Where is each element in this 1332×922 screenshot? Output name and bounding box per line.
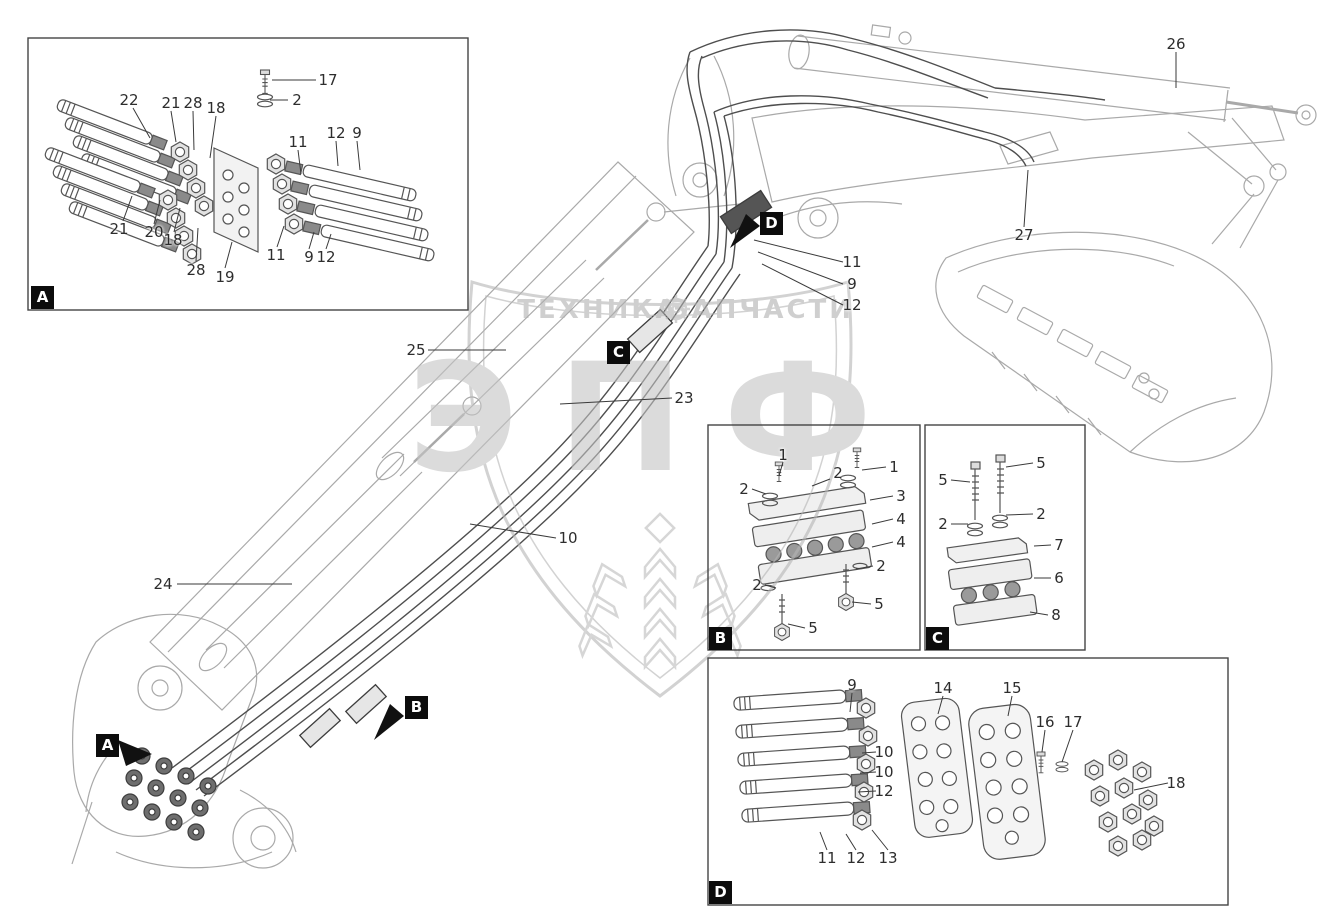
callout-number: 19 bbox=[215, 268, 235, 286]
callout-number: 9 bbox=[847, 676, 857, 694]
detail-box-c-art bbox=[946, 454, 1038, 626]
callout-number: 28 bbox=[186, 261, 206, 279]
detail-box-a-art bbox=[43, 69, 436, 265]
callout-number: 2 bbox=[833, 464, 843, 482]
callout-number: 11 bbox=[817, 849, 837, 867]
callout-number: 3 bbox=[896, 487, 906, 505]
callout-number: 1 bbox=[889, 458, 899, 476]
section-marker-d: D bbox=[709, 881, 732, 904]
section-marker-c: C bbox=[607, 341, 630, 364]
callout-number: 17 bbox=[1063, 713, 1083, 731]
callout-number: 2 bbox=[938, 515, 948, 533]
callout-number: 10 bbox=[874, 763, 894, 781]
callout-number: 10 bbox=[874, 743, 894, 761]
callout-number: 14 bbox=[933, 679, 953, 697]
callout-number: 5 bbox=[1036, 454, 1046, 472]
callout-number: 10 bbox=[558, 529, 578, 547]
callout-number: 2 bbox=[739, 480, 749, 498]
callout-number: 12 bbox=[326, 124, 346, 142]
callout-number: 23 bbox=[674, 389, 694, 407]
callout-number: 20 bbox=[144, 223, 164, 241]
callout-number: 2 bbox=[292, 91, 302, 109]
callout-number: 5 bbox=[938, 471, 948, 489]
section-marker-b: B bbox=[405, 696, 428, 719]
callout-number: 5 bbox=[808, 619, 818, 637]
watermark-logo: ЭПФ bbox=[408, 332, 912, 506]
callout-number: 11 bbox=[842, 253, 862, 271]
callout-number: 21 bbox=[109, 220, 129, 238]
callout-number: 2 bbox=[1036, 505, 1046, 523]
callout-number: 17 bbox=[318, 71, 338, 89]
callout-number: 9 bbox=[304, 248, 314, 266]
detail-box-b-frame bbox=[707, 424, 921, 651]
callout-number: 12 bbox=[846, 849, 866, 867]
callout-number: 2 bbox=[876, 557, 886, 575]
callout-number: 22 bbox=[119, 91, 139, 109]
section-marker-a: A bbox=[96, 734, 119, 757]
detail-box-a-frame bbox=[27, 37, 469, 311]
machine-structure bbox=[71, 24, 1317, 869]
detail-box-frames bbox=[27, 37, 1229, 906]
callout-number: 25 bbox=[406, 341, 426, 359]
detail-box-c-frame bbox=[924, 424, 1086, 651]
callout-number: 5 bbox=[874, 595, 884, 613]
leader-lines bbox=[122, 52, 1177, 851]
callout-number: 18 bbox=[163, 231, 183, 249]
callout-number: 28 bbox=[183, 94, 203, 112]
callout-number: 15 bbox=[1002, 679, 1022, 697]
callout-number: 11 bbox=[288, 133, 308, 151]
section-marker-d: D bbox=[760, 212, 783, 235]
callout-number: 4 bbox=[896, 533, 906, 551]
callout-number: 13 bbox=[878, 849, 898, 867]
callout-number: 27 bbox=[1014, 226, 1034, 244]
section-marker-b: B bbox=[709, 627, 732, 650]
watermark-word1: ТЕХНИКА bbox=[517, 295, 678, 325]
callout-number: 21 bbox=[161, 94, 181, 112]
callout-number: 12 bbox=[842, 296, 862, 314]
callout-number: 12 bbox=[316, 248, 336, 266]
callout-number: 11 bbox=[266, 246, 286, 264]
callout-number: 18 bbox=[206, 99, 226, 117]
section-marker-c: C bbox=[926, 627, 949, 650]
callout-number: 12 bbox=[874, 782, 894, 800]
callout-number: 7 bbox=[1054, 536, 1064, 554]
callout-number: 18 bbox=[1166, 774, 1186, 792]
callout-number: 6 bbox=[1054, 569, 1064, 587]
callout-number: 1 bbox=[778, 446, 788, 464]
gear-icon bbox=[662, 295, 690, 323]
marker-arrows bbox=[118, 214, 760, 766]
watermark-word2: ЗАПЧАСТИ bbox=[670, 295, 854, 325]
section-marker-a: A bbox=[31, 286, 54, 309]
callout-number: 9 bbox=[352, 124, 362, 142]
hydraulic-hoses bbox=[171, 29, 1106, 797]
callout-number: 16 bbox=[1035, 713, 1055, 731]
watermark: ТЕХНИКА ЗАПЧАСТИ ЭПФ bbox=[408, 280, 912, 698]
callout-number: 26 bbox=[1166, 35, 1186, 53]
callout-number: 8 bbox=[1051, 606, 1061, 624]
callout-number: 4 bbox=[896, 510, 906, 528]
callout-number: 2 bbox=[752, 576, 762, 594]
detail-box-d-frame bbox=[707, 657, 1229, 906]
detail-box-d-art bbox=[732, 687, 1164, 860]
callout-number: 24 bbox=[153, 575, 173, 593]
callout-number: 9 bbox=[847, 275, 857, 293]
